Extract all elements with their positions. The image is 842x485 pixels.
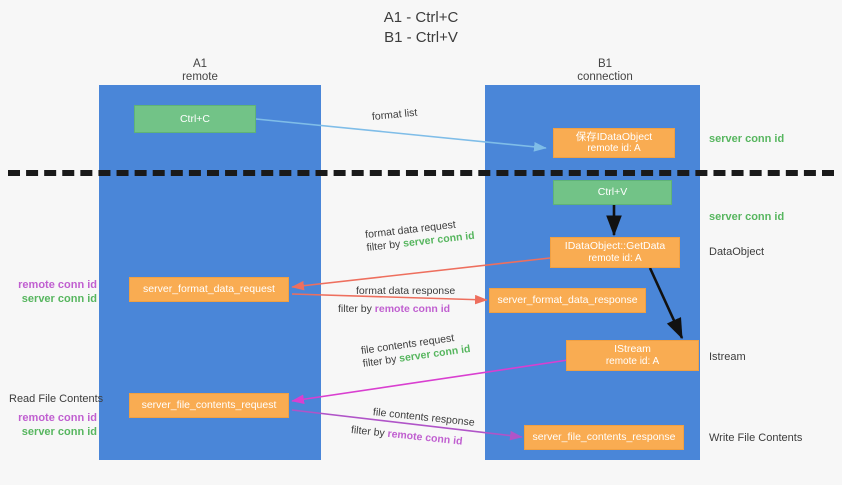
node-istream-remote-id: remote id: A <box>605 355 660 367</box>
node-server-format-data-response[interactable]: server_format_data_response <box>489 288 646 313</box>
node-save-idataobject[interactable]: 保存IDataObject remote id: A <box>553 128 675 158</box>
annotation-right-dataobject: DataObject <box>709 246 765 258</box>
filter-prefix-4: filter by <box>350 423 386 440</box>
filter-prefix-2: filter by <box>338 303 372 315</box>
annotation-left-conn-id-group-2: remote conn id server conn id <box>9 411 97 439</box>
filter-value-4: remote conn id <box>386 427 464 448</box>
edge-label-format-data-response-text: format data response <box>356 285 456 297</box>
annotation-right-write-file-contents: Write File Contents <box>709 432 803 444</box>
lane-a1-sub: remote <box>182 71 218 83</box>
lane-header-b1: B1 connection <box>535 58 675 84</box>
annotation-right-istream: Istream <box>709 351 746 363</box>
annotation-left-remote-conn-id-2: remote conn id <box>18 412 97 424</box>
annotation-left-read-file-contents: Read File Contents <box>9 393 104 405</box>
node-save-idataobject-remote-id: remote id: A <box>587 143 641 154</box>
annotation-left-server-conn-id-2: server conn id <box>21 426 97 438</box>
edge-label-format-data-response: format data response filter by remote co… <box>338 285 455 316</box>
node-idataobject-getdata[interactable]: IDataObject::GetData remote id: A <box>550 237 680 268</box>
title-line-1: A1 - Ctrl+C <box>383 9 459 26</box>
annotation-right-server-conn-id-top: server conn id <box>709 133 785 145</box>
lane-a1-name: A1 <box>192 58 208 70</box>
node-server-file-contents-request[interactable]: server_file_contents_request <box>129 393 289 418</box>
annotation-left-server-conn-id-1: server conn id <box>21 293 97 305</box>
edge-label-file-contents-request: file contents request filter by server c… <box>360 330 471 371</box>
node-server-file-contents-request-label: server_file_contents_request <box>141 399 277 412</box>
filter-value-2: remote conn id <box>374 303 451 315</box>
edge-label-format-list: format list <box>371 106 418 123</box>
node-getdata-remote-id: remote id: A <box>588 252 642 264</box>
node-server-format-data-request-label: server_format_data_request <box>143 283 275 296</box>
filter-prefix-1: filter by <box>366 238 401 254</box>
edge-label-format-data-response-filter: filter by remote conn id <box>338 298 455 316</box>
edge-label-format-data-request: format data request filter by server con… <box>365 217 476 255</box>
diagram-title: A1 - Ctrl+C B1 - Ctrl+V <box>0 8 842 48</box>
node-istream[interactable]: IStream remote id: A <box>566 340 699 371</box>
lane-header-a1: A1 remote <box>140 58 260 84</box>
phase-separator-dashed-line <box>8 170 834 176</box>
annotation-left-conn-id-group-1: remote conn id server conn id <box>9 278 97 306</box>
node-ctrl-c[interactable]: Ctrl+C <box>134 105 256 133</box>
node-server-file-contents-response-label: server_file_contents_response <box>532 431 676 444</box>
lane-b1-name: B1 <box>597 58 613 70</box>
node-ctrl-c-label: Ctrl+C <box>179 112 211 125</box>
annotation-right-server-conn-id-mid: server conn id <box>709 211 785 223</box>
node-ctrl-v-label: Ctrl+V <box>597 186 628 199</box>
edge-label-file-contents-response: file contents response filter by remote … <box>350 404 475 450</box>
annotation-left-remote-conn-id-1: remote conn id <box>18 279 97 291</box>
node-istream-label: IStream <box>614 343 651 355</box>
node-save-idataobject-label: 保存IDataObject <box>575 130 653 143</box>
node-server-format-data-response-label: server_format_data_response <box>497 294 638 307</box>
node-ctrl-v[interactable]: Ctrl+V <box>553 180 672 205</box>
node-server-format-data-request[interactable]: server_format_data_request <box>129 277 289 302</box>
node-getdata-label: IDataObject::GetData <box>564 240 666 252</box>
node-server-file-contents-response[interactable]: server_file_contents_response <box>524 425 684 450</box>
lane-b1-sub: connection <box>577 71 633 83</box>
title-line-2: B1 - Ctrl+V <box>384 29 458 46</box>
